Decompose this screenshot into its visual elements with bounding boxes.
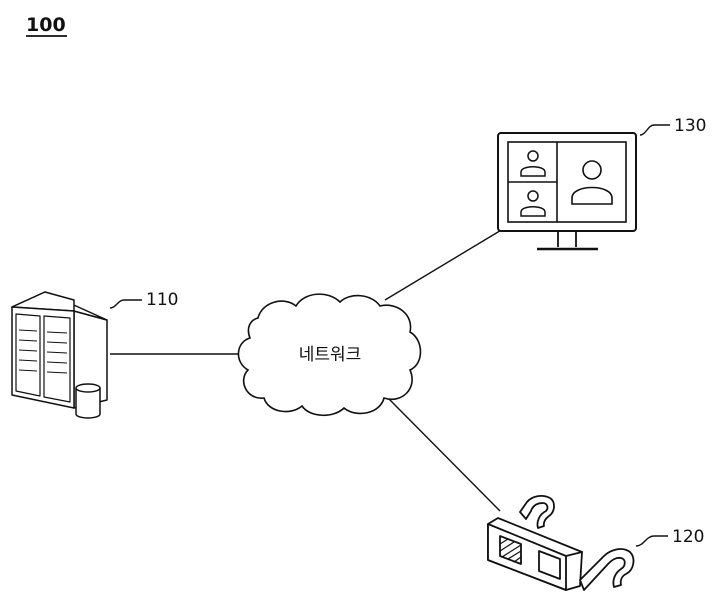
server-leader-line — [109, 299, 142, 309]
connections — [110, 228, 504, 512]
video-conference-monitor-icon — [497, 132, 637, 251]
monitor-node: 130 — [497, 116, 706, 251]
monitor-label: 130 — [674, 116, 706, 136]
link-network-monitor — [384, 228, 504, 301]
3d-glasses-icon — [487, 495, 635, 591]
monitor-leader-line — [639, 124, 670, 136]
network-cloud: 네트워크 — [237, 293, 422, 417]
link-network-glasses — [387, 397, 501, 512]
server-with-database-icon — [11, 291, 108, 419]
server-label: 110 — [146, 290, 178, 310]
network-label: 네트워크 — [299, 345, 362, 365]
server-node: 110 — [11, 290, 178, 419]
glasses-leader-line — [635, 535, 668, 547]
figure-ref-label: 100 — [26, 14, 66, 36]
glasses-node: 120 — [487, 495, 704, 591]
cloud-icon — [237, 293, 422, 417]
glasses-label: 120 — [672, 527, 704, 547]
